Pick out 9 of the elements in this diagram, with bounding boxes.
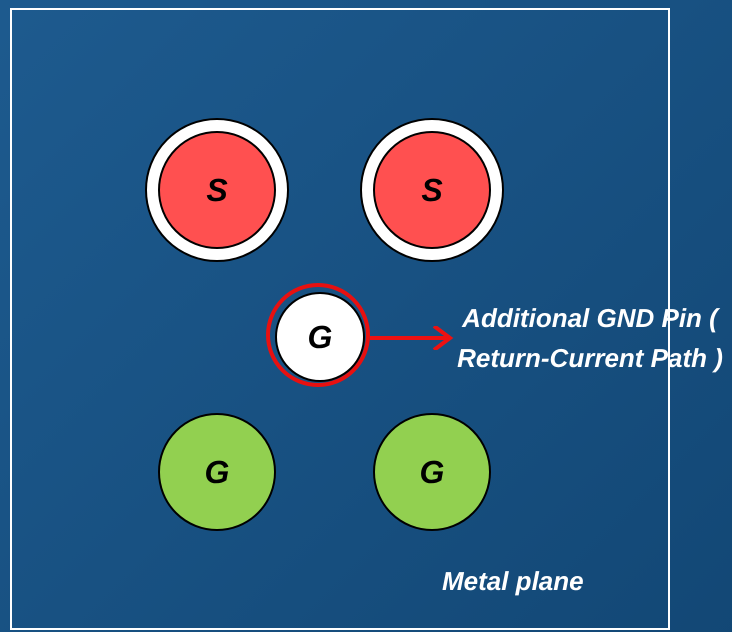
pin-label: S <box>206 172 228 208</box>
arrow <box>370 324 452 352</box>
pin-label: G <box>420 454 444 490</box>
pin-label: G <box>204 454 230 490</box>
pin-label: S <box>421 172 443 208</box>
pin-label: G <box>308 318 332 356</box>
plane-label: Metal plane <box>442 566 584 597</box>
ground-pin <box>275 292 365 382</box>
highlight-ring <box>266 283 370 387</box>
